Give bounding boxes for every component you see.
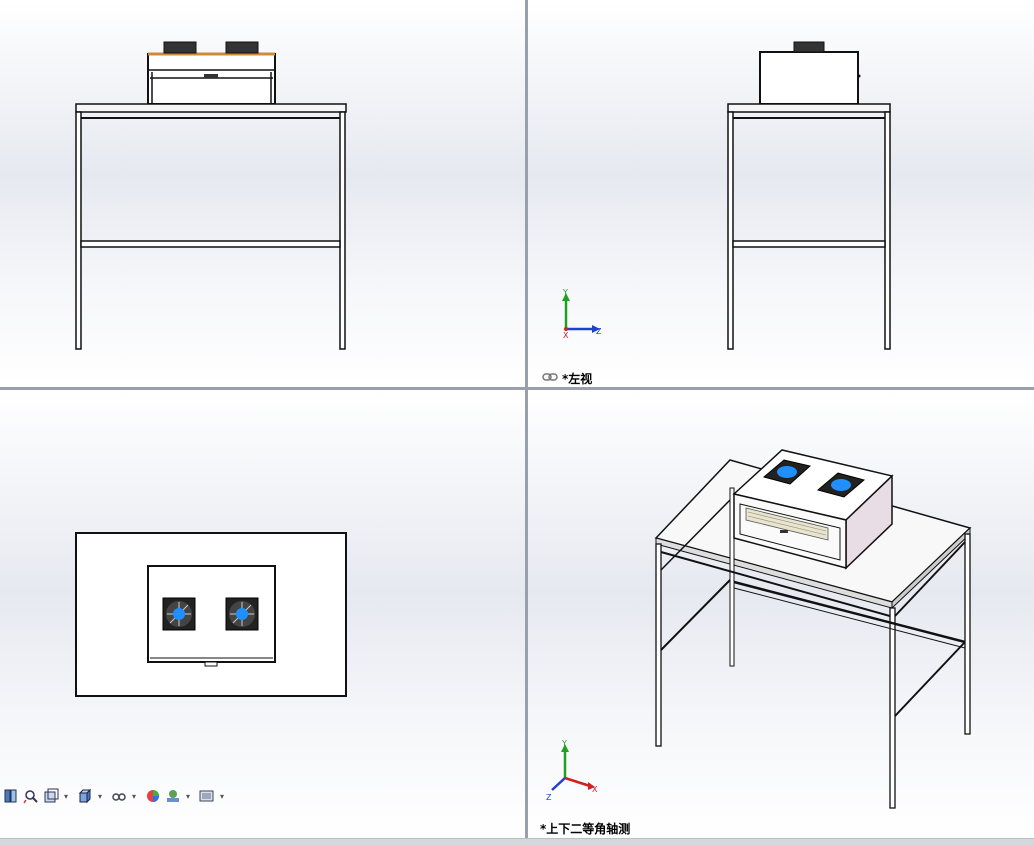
hide-show-items-icon[interactable] xyxy=(110,787,128,805)
viewport-front[interactable] xyxy=(0,0,525,387)
heads-up-view-toolbar: ▾ ▾ ▾ ▾ ▾ xyxy=(2,786,230,806)
top-view-drawing xyxy=(75,532,347,697)
hide-show-dropdown-caret[interactable]: ▾ xyxy=(131,791,136,801)
viewport-splitter-vertical[interactable] xyxy=(525,0,528,838)
iso-triad-y-label: Y xyxy=(561,739,567,748)
left-tabletop xyxy=(727,103,891,113)
front-box xyxy=(147,53,276,105)
left-view-triad: Y X Z xyxy=(562,288,602,340)
section-view-dropdown-caret[interactable]: ▾ xyxy=(63,791,68,801)
status-bar xyxy=(0,838,1034,846)
view-settings-icon[interactable] xyxy=(198,787,216,805)
triad-x-label: X xyxy=(563,331,569,340)
apply-scene-dropdown-caret[interactable]: ▾ xyxy=(185,791,190,801)
link-icon xyxy=(542,373,558,381)
viewport-left[interactable]: Y X Z *左视 xyxy=(528,0,1034,387)
display-style-cube-icon[interactable] xyxy=(76,787,94,805)
section-view-icon[interactable] xyxy=(42,787,60,805)
viewport-top[interactable]: ▾ ▾ ▾ ▾ ▾ xyxy=(0,390,525,838)
front-tabletop xyxy=(75,103,347,113)
view-settings-dropdown-caret[interactable]: ▾ xyxy=(219,791,224,801)
iso-triad-x-label: X xyxy=(592,785,598,794)
left-view-drawing: Y X Z xyxy=(562,41,891,350)
left-fan xyxy=(793,41,825,53)
view-orientation-icon[interactable] xyxy=(2,787,20,805)
edit-appearance-icon[interactable] xyxy=(144,787,162,805)
triad-y-label: Y xyxy=(562,288,568,297)
front-fan-2 xyxy=(225,41,259,54)
front-fan-1 xyxy=(163,41,197,54)
isometric-view-label: *上下二等角轴测 xyxy=(540,822,631,836)
isometric-view-drawing: Y X Z xyxy=(546,449,972,809)
top-fan-2 xyxy=(225,597,259,631)
zoom-to-fit-icon[interactable] xyxy=(22,787,40,805)
top-fan-1 xyxy=(162,597,196,631)
left-view-label: *左视 xyxy=(562,372,593,386)
front-view-drawing xyxy=(75,41,347,350)
left-box xyxy=(759,51,859,105)
viewport-splitter-horizontal[interactable] xyxy=(0,387,1034,390)
display-style-dropdown-caret[interactable]: ▾ xyxy=(97,791,102,801)
iso-box xyxy=(732,449,894,570)
iso-fan-2 xyxy=(816,472,866,498)
viewport-isometric[interactable]: Y X Z *上下二等角轴测 xyxy=(528,390,1034,838)
apply-scene-icon[interactable] xyxy=(164,787,182,805)
triad-z-label: Z xyxy=(596,327,602,336)
iso-view-triad: Y X Z xyxy=(546,739,598,802)
iso-fan-1 xyxy=(762,459,812,485)
iso-triad-z-label: Z xyxy=(546,793,552,802)
